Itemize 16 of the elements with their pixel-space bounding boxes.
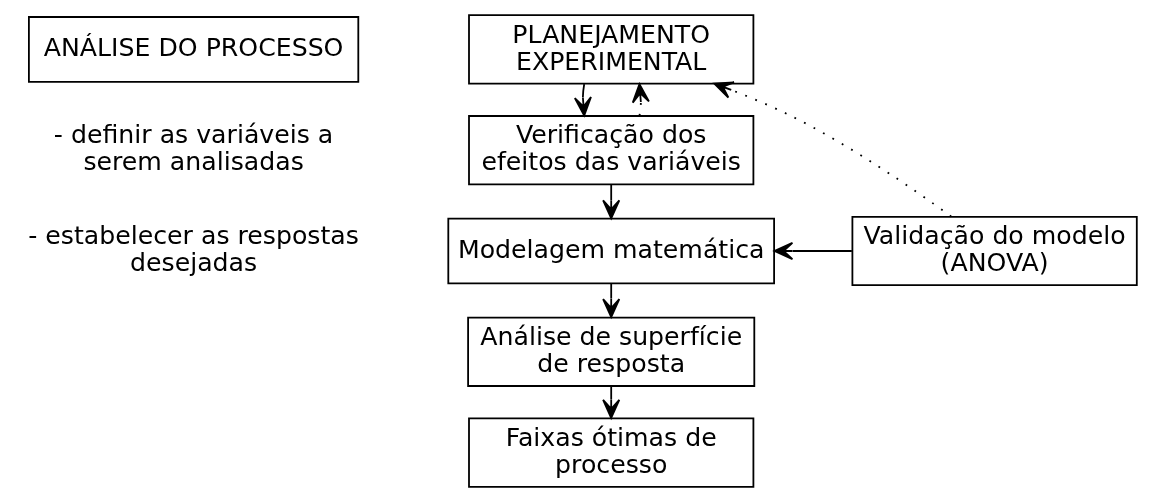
node-box: Modelagem matemática (447, 217, 775, 285)
label: - estabelecer as respostas desejadas (28, 221, 359, 278)
arrow (631, 83, 650, 117)
arrow (602, 184, 621, 220)
label: - definir as variáveis a serem analisadas (53, 120, 334, 177)
node-box: PLANEJAMENTO EXPERIMENTAL (468, 14, 755, 85)
arrow (602, 282, 621, 318)
arrow (713, 81, 953, 218)
arrow (573, 83, 592, 117)
node-box: ANÁLISE DO PROCESSO (28, 16, 360, 83)
node-box: Faixas ótimas de processo (468, 417, 755, 488)
node-box: Validação do modelo (ANOVA) (851, 215, 1138, 287)
node-box: Análise de superfície de resposta (467, 316, 756, 387)
arrow (602, 385, 621, 419)
arrow (773, 242, 853, 260)
node-box: Verificação dos efeitos das variáveis (468, 115, 755, 186)
